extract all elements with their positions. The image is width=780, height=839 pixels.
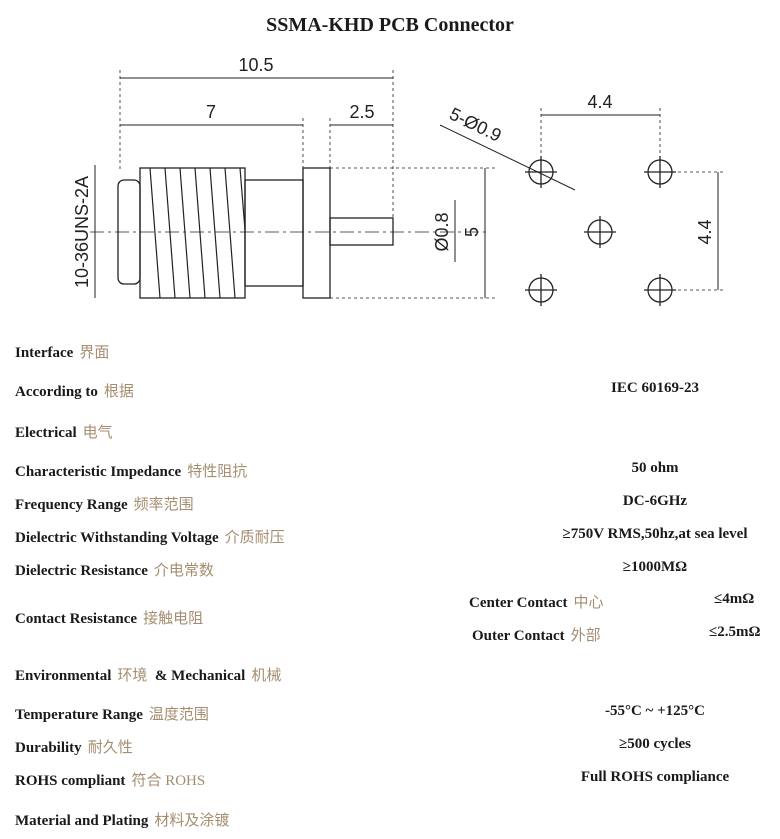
extension-lines xyxy=(90,70,725,299)
dim-pin-diameter: Ø0.8 xyxy=(432,212,452,251)
hole-icon xyxy=(644,156,676,188)
dimension-lines xyxy=(94,77,719,298)
pcb-footprint xyxy=(525,156,676,306)
value-rohs: Full ROHS compliance xyxy=(580,769,730,785)
dim-height: 5 xyxy=(462,227,482,237)
dim-pitch-y: 4.4 xyxy=(695,219,715,244)
value-according-to: IEC 60169-23 xyxy=(611,380,699,396)
dim-thread-length: 7 xyxy=(206,102,216,122)
page-title: SSMA-KHD PCB Connector xyxy=(266,14,514,36)
dim-overall: 10.5 xyxy=(238,55,273,75)
value-frequency: DC-6GHz xyxy=(622,493,688,509)
hole-icon xyxy=(525,274,557,306)
value-durability: ≥500 cycles xyxy=(619,736,691,752)
dim-flange: 2.5 xyxy=(349,102,374,122)
value-dielectric-resistance: ≥1000MΩ xyxy=(622,559,688,575)
dim-thread: 10-36UNS-2A xyxy=(72,176,92,288)
center-contact-value: ≤4mΩ xyxy=(714,591,755,607)
connector-drawing: 10.5 7 2.5 4.4 10-36UNS-2A Ø0.8 5 4.4 5-… xyxy=(72,55,725,306)
hole-icon xyxy=(584,216,616,248)
outer-contact-value: ≤2.5mΩ xyxy=(709,624,761,640)
value-impedance: 50 ohm xyxy=(631,460,679,476)
dim-holes: 5-Ø0.9 xyxy=(446,104,504,146)
dim-pitch-x: 4.4 xyxy=(587,92,612,112)
value-temperature: -55°C ~ +125°C xyxy=(604,703,705,719)
hole-icon xyxy=(525,156,557,188)
connector-body xyxy=(117,167,394,299)
value-withstanding-voltage: ≥750V RMS,50hz,at sea level xyxy=(562,526,748,542)
hole-icon xyxy=(644,274,676,306)
